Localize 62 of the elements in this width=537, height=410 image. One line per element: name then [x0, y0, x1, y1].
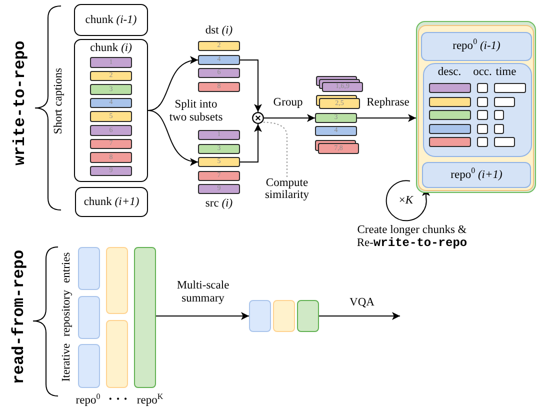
column-label: repo$^{0}$ [76, 394, 100, 408]
side-caption: Short captions [52, 68, 66, 134]
column-header: desc. [438, 66, 462, 79]
time-bar [494, 124, 504, 134]
multiply-icon [252, 112, 264, 124]
description-bar [429, 124, 471, 134]
edge-label: Multi-scale summary [174, 279, 232, 305]
occurrence-box [477, 124, 488, 134]
side-caption: Iterative repository entries [60, 252, 74, 382]
subset-title: dst (i) [205, 24, 233, 38]
time-bar [494, 96, 515, 106]
edge-label: VQA [348, 296, 376, 310]
time-bar [494, 83, 526, 93]
column-header: time [496, 66, 516, 79]
leader-line [262, 122, 288, 178]
chunk-box: chunk (i-1) [74, 4, 148, 36]
time-bar [494, 137, 515, 147]
arrow [148, 57, 198, 111]
summary-block [297, 300, 319, 332]
chunk-box [74, 39, 148, 182]
description-bar [429, 96, 471, 106]
summary-block [249, 300, 271, 332]
repository-entry-block [78, 344, 100, 388]
arrow [240, 124, 262, 162]
arrow [318, 312, 400, 320]
arrow [156, 312, 250, 320]
description-bar [429, 137, 471, 147]
step-label: Split into two subsets [168, 98, 224, 124]
loop-count-label: ×K [398, 194, 414, 208]
step-label: Create longer chunks & Re-write-to-repo [356, 224, 468, 250]
section-title: read-from-repo [11, 250, 29, 384]
occurrence-box [477, 83, 488, 93]
repository-entry-block [134, 247, 156, 388]
repository-entry-block [78, 296, 100, 338]
repository-entry-block [106, 247, 128, 314]
edge-label: Group [272, 96, 304, 110]
arrow [264, 114, 316, 122]
loop-arrow [386, 180, 430, 222]
repository-entry-panel [423, 63, 532, 157]
arrow [240, 60, 262, 112]
occurrence-box [477, 110, 488, 120]
repository-entry-block [78, 247, 100, 290]
repository-entry-block [106, 320, 128, 388]
edge-label: Rephrase [366, 96, 410, 110]
arrow [356, 114, 416, 122]
chunk-box: chunk (i+1) [75, 187, 148, 217]
occurrence-box [477, 137, 488, 147]
arrow [148, 110, 198, 165]
occurrence-box [477, 96, 488, 106]
chunk-title: chunk (i) [90, 42, 132, 55]
ellipsis-text: · · · [108, 392, 128, 406]
column-label: repo$^{K}$ [136, 394, 164, 408]
step-note: Compute similarity [264, 177, 310, 201]
repository-box: repo$^{0}$ (i+1) [422, 162, 531, 188]
repository-box: repo$^{0}$ (i-1) [421, 32, 532, 61]
section-title: write-to-repo [12, 40, 30, 166]
summary-block [273, 300, 295, 332]
column-header: occ. [473, 66, 492, 79]
time-bar [494, 110, 504, 120]
subset-title: src (i) [205, 198, 233, 210]
description-bar [429, 110, 471, 120]
description-bar [429, 83, 471, 93]
